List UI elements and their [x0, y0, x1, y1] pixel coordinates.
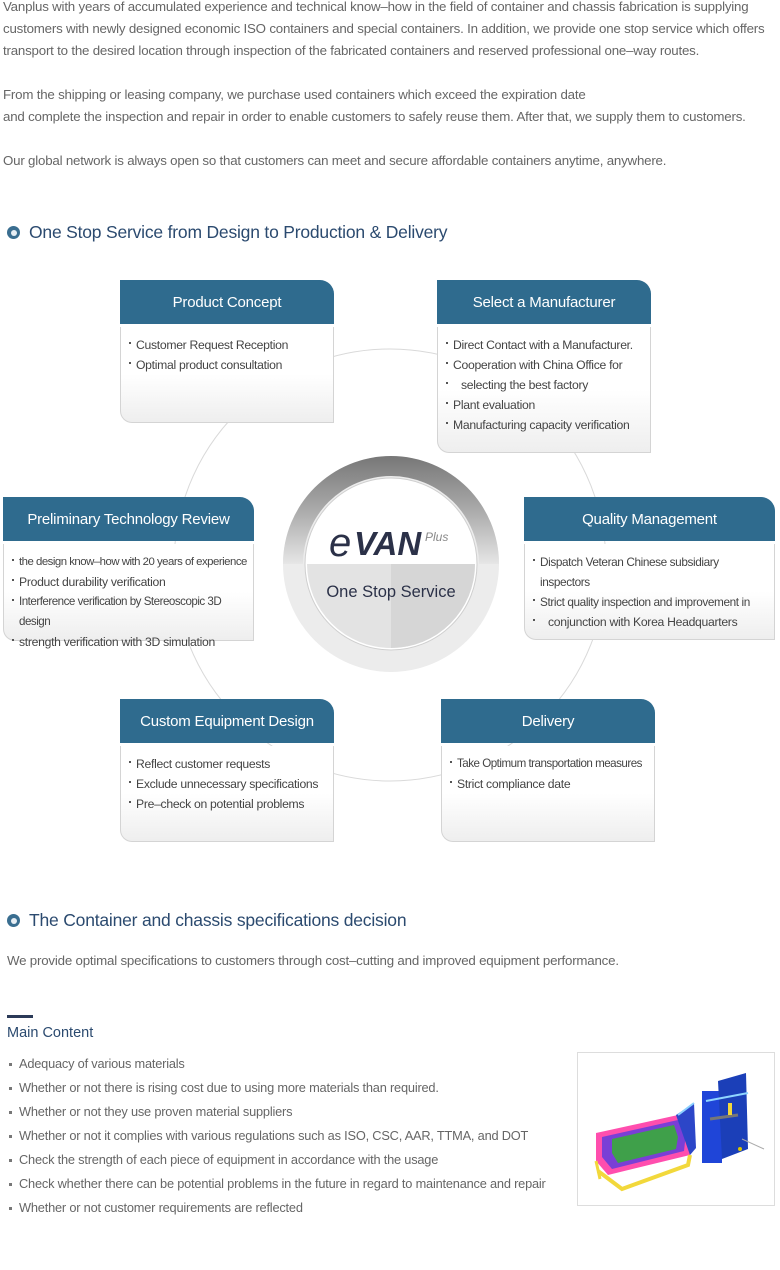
one-stop-diagram: e VAN Plus One Stop Service Product Conc… — [0, 270, 780, 860]
bullet-icon — [7, 914, 20, 927]
box-title: Quality Management — [524, 497, 775, 541]
list-item: Customer Request Reception — [129, 335, 325, 355]
chassis-3d-image — [577, 1052, 775, 1206]
list-item: Product durability verification — [12, 572, 251, 592]
list-item: Plant evaluation — [446, 395, 642, 415]
list-item: Cooperation with China Office for — [446, 355, 642, 375]
list-item: Optimal product consultation — [129, 355, 325, 375]
main-content-title: Main Content — [7, 1025, 94, 1041]
box-title: Custom Equipment Design — [120, 699, 334, 743]
list-item: Adequacy of various materials — [9, 1052, 546, 1076]
intro-text: Vanplus with years of accumulated experi… — [3, 0, 778, 172]
intro-line: transport to the desired location throug… — [3, 43, 700, 58]
list-item: Interference verification by Stereoscopi… — [12, 592, 251, 632]
intro-line: and complete the inspection and repair i… — [3, 109, 746, 124]
section-title-text: The Container and chassis specifications… — [29, 910, 407, 930]
list-item: Strict quality inspection and improvemen… — [533, 592, 766, 612]
intro-line: From the shipping or leasing company, we… — [3, 87, 586, 102]
list-item: Whether or not it complies with various … — [9, 1124, 546, 1148]
intro-line: Our global network is always open so tha… — [3, 153, 667, 168]
list-item: Whether or not there is rising cost due … — [9, 1076, 546, 1100]
logo-brand: VAN — [354, 525, 422, 562]
list-item: Reflect customer requests — [129, 754, 325, 774]
logo-tagline: One Stop Service — [326, 583, 455, 601]
list-item: Whether or not they use proven material … — [9, 1100, 546, 1124]
section-title-specifications: The Container and chassis specifications… — [7, 910, 407, 931]
evan-plus-logo: e VAN Plus One Stop Service — [281, 454, 501, 674]
box-preliminary-review: Preliminary Technology Review the design… — [3, 497, 254, 649]
list-item: Whether or not customer requirements are… — [9, 1196, 546, 1220]
list-item: Direct Contact with a Manufacturer. — [446, 335, 642, 355]
list-item: Manufacturing capacity verification — [446, 415, 642, 435]
intro-line: customers with newly designed economic I… — [3, 21, 765, 36]
box-quality-management: Quality Management Dispatch Veteran Chin… — [524, 497, 775, 640]
box-product-concept: Product Concept Customer Request Recepti… — [120, 280, 334, 423]
list-item: Pre–check on potential problems — [129, 794, 325, 814]
box-delivery: Delivery Take Optimum transportation mea… — [441, 699, 655, 842]
box-title: Delivery — [441, 699, 655, 743]
svg-text:e: e — [329, 521, 351, 565]
logo-superscript: Plus — [425, 530, 448, 544]
bullet-icon — [7, 226, 20, 239]
list-item: the design know–how with 20 years of exp… — [12, 552, 251, 572]
list-item: Dispatch Veteran Chinese subsidiary insp… — [533, 552, 766, 592]
box-title: Select a Manufacturer — [437, 280, 651, 324]
list-item: conjunction with Korea Headquarters — [533, 612, 766, 632]
specifications-paragraph: We provide optimal specifications to cus… — [7, 953, 619, 968]
section-title-one-stop: One Stop Service from Design to Producti… — [7, 222, 448, 243]
list-item: Strict compliance date — [450, 774, 646, 794]
box-custom-equipment: Custom Equipment Design Reflect customer… — [120, 699, 334, 842]
list-item: Take Optimum transportation measures — [450, 754, 646, 774]
box-select-manufacturer: Select a Manufacturer Direct Contact wit… — [437, 280, 651, 453]
box-title: Product Concept — [120, 280, 334, 324]
section-title-text: One Stop Service from Design to Producti… — [29, 222, 448, 242]
main-content-bar — [7, 1015, 33, 1018]
list-item: Check whether there can be potential pro… — [9, 1172, 546, 1196]
intro-line: Vanplus with years of accumulated experi… — [3, 0, 749, 14]
box-title: Preliminary Technology Review — [3, 497, 254, 541]
list-item: selecting the best factory — [446, 375, 642, 395]
main-content-list: Adequacy of various materials Whether or… — [9, 1052, 546, 1220]
list-item: Check the strength of each piece of equi… — [9, 1148, 546, 1172]
list-item: strength verification with 3D simulation — [12, 632, 251, 652]
list-item: Exclude unnecessary specifications — [129, 774, 325, 794]
